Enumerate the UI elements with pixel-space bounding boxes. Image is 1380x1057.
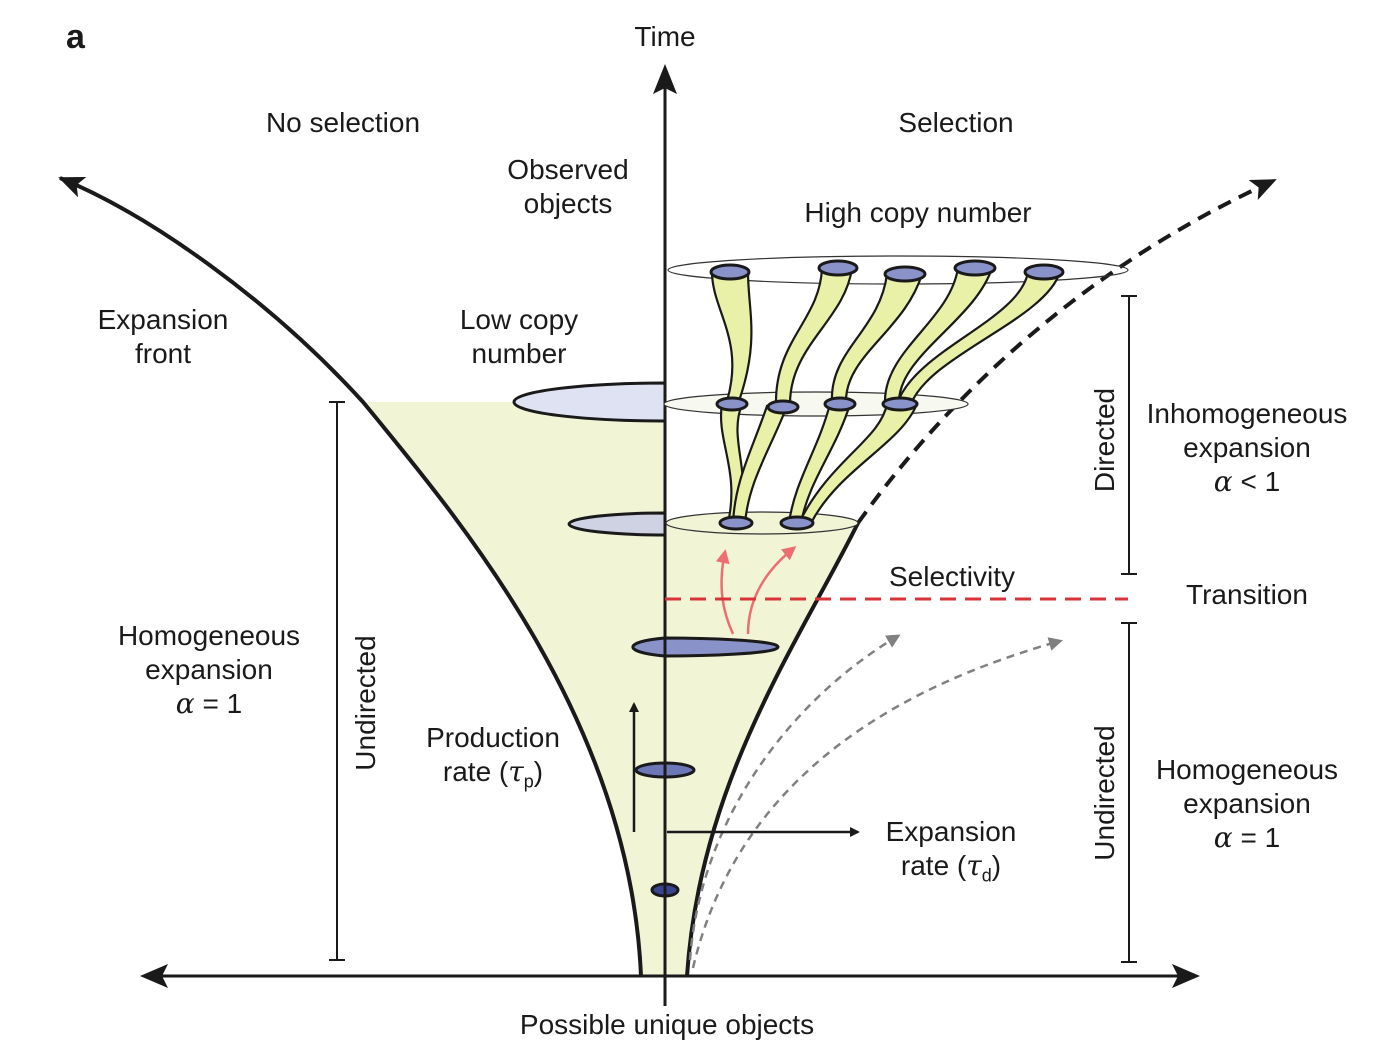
- tier-ellipse-mid: [663, 391, 969, 417]
- selectivity-label: Selectivity: [888, 561, 1016, 592]
- right-undirected-bracket: [1121, 622, 1137, 963]
- selectivity-arrow-2: [746, 546, 797, 635]
- top-discs: [709, 259, 1065, 283]
- expansion-rate-label: Expansion rate (τd): [885, 816, 1017, 886]
- disc-left-5: [650, 882, 667, 898]
- selection-heading: Selection: [898, 107, 1014, 138]
- disc-left-4: [634, 761, 667, 779]
- x-axis-left-arrowhead: [140, 964, 168, 988]
- gray-trajectory-1: [688, 634, 901, 961]
- bottom-discs: [718, 515, 815, 531]
- left-undirected-bracket: [329, 401, 345, 961]
- right-funnel-body: [665, 523, 858, 976]
- disc-right-4: [663, 761, 696, 779]
- right-undirected-label: Undirected: [1089, 725, 1120, 861]
- disc-low-copy-top: [512, 381, 667, 423]
- panel-label: a: [66, 18, 85, 56]
- disc-right-3-wide: [663, 636, 780, 658]
- y-axis-label: Time: [634, 21, 696, 52]
- disc-right-5: [663, 882, 680, 898]
- production-rate-label: Production rate (τp): [426, 722, 560, 792]
- right-funnel-edge: [685, 522, 860, 977]
- left-discs: [512, 381, 667, 898]
- left-undirected-label: Undirected: [350, 635, 381, 771]
- disc-left-3: [631, 636, 667, 658]
- high-copy-number-label: High copy number: [804, 197, 1032, 228]
- right-expansion-front-dashed: [856, 178, 1277, 525]
- right-directed-label: Directed: [1089, 387, 1120, 493]
- selectivity-arrow-1: [715, 549, 735, 635]
- y-axis-arrowhead: [653, 64, 677, 94]
- x-axis-right-arrowhead: [1172, 964, 1200, 988]
- middle-discs: [715, 396, 919, 415]
- tubes-lower: [719, 402, 919, 525]
- left-expansion-front: [58, 176, 643, 977]
- tier-ellipse-low: [665, 511, 859, 535]
- tubes-upper: [710, 266, 1062, 406]
- left-funnel-body: [363, 402, 665, 976]
- x-axis-label: Possible unique objects: [519, 1009, 815, 1040]
- transition-label: Transition: [1186, 579, 1308, 610]
- no-selection-heading: No selection: [265, 107, 421, 138]
- disc-left-2: [567, 511, 667, 537]
- right-directed-bracket: [1121, 295, 1137, 575]
